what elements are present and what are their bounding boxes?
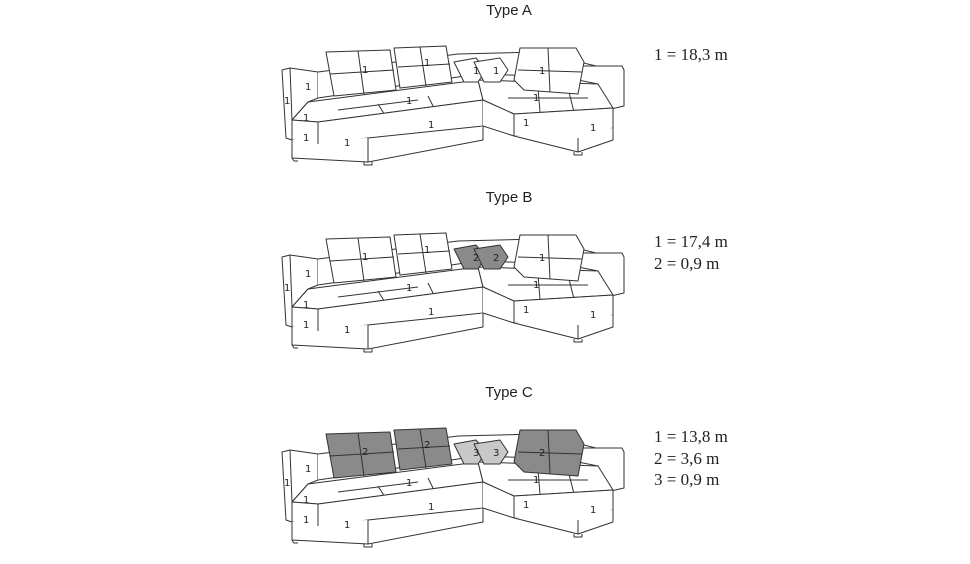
label-arm-edge: 1: [284, 478, 290, 489]
sofa-variant-type-b: Type B: [0, 187, 970, 369]
legend-line: 1 = 18,3 m: [654, 45, 728, 64]
label-front-low: 1: [303, 320, 309, 331]
label-base-mid: 1: [428, 307, 434, 318]
label-right-end: 1: [590, 505, 596, 516]
label-corner-a: 2: [473, 253, 479, 264]
label-corner-b: 1: [493, 66, 499, 77]
label-seat-left: 1: [406, 478, 412, 489]
legend: 1 = 13,8 m 2 = 3,6 m 3 = 0,9 m: [654, 426, 728, 491]
label-back-left: 1: [362, 65, 368, 76]
corner-pillow-b: [473, 439, 509, 465]
sofa-variant-type-a: Type A: [0, 0, 970, 182]
label-base-left: 1: [303, 113, 309, 124]
label-back-mid: 1: [424, 58, 430, 69]
label-base-right: 1: [523, 500, 529, 511]
variant-title: Type B: [485, 189, 533, 206]
label-corner-b: 3: [493, 448, 499, 459]
label-front-low: 1: [303, 133, 309, 144]
label-base-right: 1: [523, 305, 529, 316]
legend-line: 1 = 13,8 m: [654, 427, 728, 446]
sofa-variant-type-c: Type C: [0, 382, 970, 564]
label-seat-left: 1: [406, 96, 412, 107]
legend-line: 1 = 17,4 m: [654, 232, 728, 251]
label-right-end: 1: [590, 310, 596, 321]
label-back-mid: 2: [424, 440, 430, 451]
legend-line: 2 = 0,9 m: [654, 253, 720, 273]
label-arm: 1: [305, 82, 311, 93]
label-arm-edge: 1: [284, 283, 290, 294]
label-front-low: 1: [303, 515, 309, 526]
label-base-mid: 1: [428, 120, 434, 131]
sofa-diagram: 1 1 1 1 1 1 1 1 1 1 1 1 1 1 1: [281, 45, 625, 166]
label-front-corner: 1: [344, 325, 350, 336]
label-back-left: 1: [362, 252, 368, 263]
label-base-left: 1: [303, 300, 309, 311]
label-seat-right: 1: [533, 93, 539, 104]
legend-line: 2 = 3,6 m: [654, 448, 720, 468]
sofa-diagram: 2 2 3 3 2 1 1 1 1 1 1 1 1 1 1: [281, 427, 625, 548]
label-corner-a: 1: [473, 66, 479, 77]
label-seat-left: 1: [406, 283, 412, 294]
variant-title: Type A: [486, 2, 532, 19]
label-back-mid: 1: [424, 245, 430, 256]
label-base-mid: 1: [428, 502, 434, 513]
corner-pillow-b: [473, 244, 509, 270]
label-corner-a: 3: [473, 448, 479, 459]
label-right-end: 1: [590, 123, 596, 134]
label-right-back: 1: [539, 253, 545, 264]
legend-line: 3 = 0,9 m: [654, 470, 720, 489]
label-arm: 1: [305, 269, 311, 280]
label-base-right: 1: [523, 118, 529, 129]
label-front-corner: 1: [344, 520, 350, 531]
label-seat-right: 1: [533, 280, 539, 291]
label-base-left: 1: [303, 495, 309, 506]
label-arm: 1: [305, 464, 311, 475]
label-right-back: 1: [539, 66, 545, 77]
sofa-diagram: 1 1 2 2 1 1 1 1 1 1 1 1 1 1 1: [281, 232, 625, 353]
corner-pillow-b: [473, 57, 509, 83]
label-front-corner: 1: [344, 138, 350, 149]
legend: 1 = 17,4 m 2 = 0,9 m: [654, 231, 728, 274]
variant-title: Type C: [485, 384, 533, 401]
label-seat-right: 1: [533, 475, 539, 486]
label-corner-b: 2: [493, 253, 499, 264]
label-right-back: 2: [539, 448, 545, 459]
legend: 1 = 18,3 m: [654, 44, 728, 66]
label-arm-edge: 1: [284, 96, 290, 107]
label-back-left: 2: [362, 447, 368, 458]
